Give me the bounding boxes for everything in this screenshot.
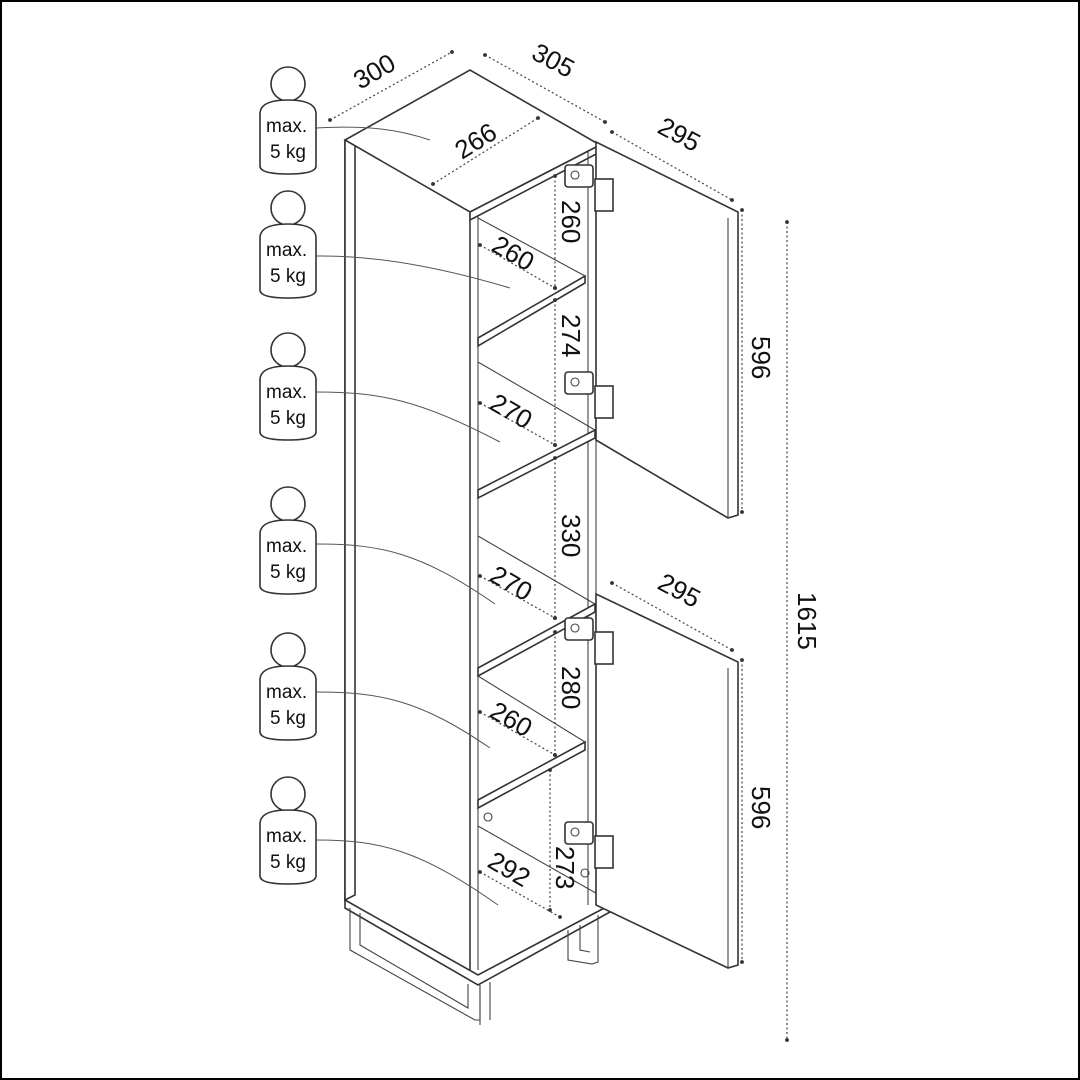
svg-text:max.: max. — [266, 682, 307, 703]
weight-icon-5: max. 5 kg — [259, 632, 317, 741]
dim-width: 300 — [348, 48, 401, 96]
dim-comp2-depth: 270 — [485, 387, 538, 435]
dim-comp1-height: 260 — [556, 200, 586, 243]
lower-door — [595, 592, 739, 969]
svg-text:5 kg: 5 kg — [270, 708, 306, 729]
svg-text:5 kg: 5 kg — [270, 852, 306, 873]
svg-text:5 kg: 5 kg — [270, 562, 306, 583]
dim-comp1-depth: 260 — [487, 229, 540, 277]
metal-frame-legs — [349, 908, 599, 1025]
svg-text:max.: max. — [266, 240, 307, 261]
svg-text:5 kg: 5 kg — [270, 142, 306, 163]
upper-door — [595, 140, 739, 519]
dim-lower-door-width: 295 — [653, 567, 705, 614]
dim-comp4-depth: 260 — [485, 695, 538, 743]
svg-text:5 kg: 5 kg — [270, 266, 306, 287]
svg-text:max.: max. — [266, 382, 307, 403]
svg-text:max.: max. — [266, 826, 307, 847]
svg-text:max.: max. — [266, 116, 307, 137]
dimension-lines — [328, 50, 789, 1042]
hinge-icons — [564, 164, 614, 869]
dim-comp4-height: 280 — [556, 666, 586, 709]
weight-icon-2: max. 5 kg — [259, 190, 317, 299]
dim-comp3-height: 330 — [556, 514, 586, 557]
dim-upper-door-width: 295 — [653, 111, 705, 158]
dim-upper-door-height: 596 — [746, 336, 776, 379]
svg-text:max.: max. — [266, 536, 307, 557]
weight-icon-6: max. 5 kg — [259, 776, 317, 885]
weight-icon-3: max. 5 kg — [259, 332, 317, 441]
weight-icon-4: max. 5 kg — [259, 486, 317, 595]
svg-text:5 kg: 5 kg — [270, 408, 306, 429]
weight-icon-1: max. 5 kg — [259, 66, 317, 175]
dim-comp2-height: 274 — [556, 314, 586, 357]
weight-icons: max. 5 kg max. 5 kg max. 5 kg max. 5 kg … — [259, 66, 511, 906]
dim-total-height: 1615 — [792, 592, 822, 650]
dim-comp5-depth: 292 — [483, 845, 536, 893]
dim-depth: 305 — [527, 37, 579, 84]
dim-comp5-height: 273 — [550, 846, 580, 889]
dim-lower-door-height: 596 — [746, 786, 776, 829]
